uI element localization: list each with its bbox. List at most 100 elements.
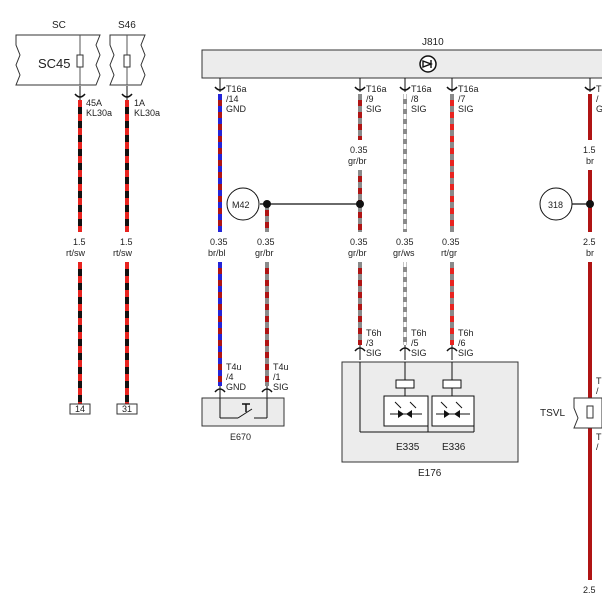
fuse-s46-pin-sub: KL30a [134,108,160,118]
pin-t16a-14-conn: T16a [226,84,247,94]
wire-label-w7-size: 0.35 [442,237,460,247]
tsvl-pin-bottom-conn: T [596,432,602,442]
fuse-s46-element [123,54,131,68]
connector-t4u-1 [261,386,273,398]
pin-t16a-14-pin: /14 [226,94,239,104]
pin-t4u-1-fn: SIG [273,382,289,392]
e335-label: E335 [396,442,420,453]
pin-t16a-14-fn: GND [226,104,247,114]
pin-t6h-3-conn: T6h [366,328,382,338]
connector-t6h-6 [446,345,458,360]
pin-t16a-7-pin: /7 [458,94,466,104]
junction-dot-318 [586,200,594,208]
fuse-sc-wire-size: 1.5 [73,237,86,247]
pin-t6h-5-pin: /5 [411,338,419,348]
pin-t16a-edge-fn: G [596,104,602,114]
junction-m42-label: M42 [232,200,250,210]
wire-label-edge-upper-size: 1.5 [583,145,596,155]
e670-module [201,397,285,427]
pin-t16a-7-conn: T16a [458,84,479,94]
j810-label: J810 [422,37,444,48]
wire-right-edge [572,94,592,580]
e336-label: E336 [442,442,466,453]
pin-t4u-1-pin: /1 [273,372,281,382]
pin-t6h-6-pin: /6 [458,338,466,348]
fuse-sc-pin-sub: KL30a [86,108,112,118]
tsvl-pin-top-conn: T [596,376,602,386]
wire-label-w14-size: 0.35 [210,237,228,247]
tsvl-pin-top-text: / [596,386,599,396]
wire-label-w9-upper-size: 0.35 [350,145,368,155]
connector-t16a-7 [446,78,458,92]
fuse-sc-box-label: SC45 [38,56,71,71]
junction-dot-m42 [263,200,271,208]
connector-t6h-5 [399,345,411,360]
connector-t16a-edge [584,78,596,92]
connector-t6h-3 [354,345,366,360]
tsvl-label: TSVL [540,408,565,419]
pin-t4u-1-conn: T4u [273,362,289,372]
tsvl-pin-bottom-text: / [596,442,599,452]
connector-t16a-9 [354,78,366,92]
fuse-sc-wire-code: rt/sw [66,248,85,258]
pin-t6h-5-fn: SIG [411,348,427,358]
ground-terminal-31 [116,403,138,415]
wire-m42-to-e670 [265,203,360,386]
pin-t6h-3-pin: /3 [366,338,374,348]
fuse-s46-pin: 1A [134,98,145,108]
junction-318-label: 318 [548,200,563,210]
wire-label-edge-mid-code: br [586,248,594,258]
pin-t16a-9-conn: T16a [366,84,387,94]
ground-terminal-31-label: 31 [122,404,132,414]
pin-t4u-4-conn: T4u [226,362,242,372]
wire-label-w8-code: gr/ws [393,248,415,258]
fuse-sc-housing [15,34,101,86]
e176-module [341,361,519,463]
steering-wheel-icon [419,55,437,73]
wire-label-w8-size: 0.35 [396,237,414,247]
pushbutton-switch-icon [219,398,268,419]
wire-label-edge-mid-size: 2.5 [583,237,596,247]
fuse-s46-top-label: S46 [118,20,136,31]
e670-label: E670 [230,432,251,442]
connector-t16a-8 [399,78,411,92]
pin-t16a-edge-conn: T [596,84,602,94]
fuse-s46-wire-size: 1.5 [120,237,133,247]
pin-t4u-4-pin: /4 [226,372,234,382]
connector-t4u-4 [214,386,226,398]
pin-t6h-5-conn: T6h [411,328,427,338]
j810-module [201,49,602,79]
junction-318 [539,187,573,221]
fuse-sc-element [76,54,84,68]
wire-label-e670-code: gr/br [255,248,274,258]
e336-switch-icon [431,379,475,427]
pin-t16a-8-pin: /8 [411,94,419,104]
ground-terminal-14-label: 14 [75,404,85,414]
pin-t6h-3-fn: SIG [366,348,382,358]
pin-t6h-6-fn: SIG [458,348,474,358]
fuse-sc-top-label: SC [52,20,66,31]
wire-label-edge-bottom-size: 2.5 [583,585,596,595]
fuse-sc-pin: 45A [86,98,102,108]
pin-t16a-9-pin: /9 [366,94,374,104]
fuse-s46-wire-code: rt/sw [113,248,132,258]
junction-m42 [226,187,260,221]
pin-t16a-7-fn: SIG [458,104,474,114]
wire-label-w14-code: br/bl [208,248,226,258]
ground-terminal-14 [69,403,91,415]
wire-label-e670-size: 0.35 [257,237,275,247]
pin-t16a-8-fn: SIG [411,104,427,114]
pin-t16a-9-fn: SIG [366,104,382,114]
e335-switch-icon [383,379,429,427]
junction-dot-w9 [356,200,364,208]
pin-t6h-6-conn: T6h [458,328,474,338]
pin-t16a-edge-pin: / [596,94,599,104]
wire-label-w9-lower-size: 0.35 [350,237,368,247]
pin-t4u-4-fn: GND [226,382,247,392]
pin-t16a-8-conn: T16a [411,84,432,94]
tsvl-fuse-element [586,405,594,419]
wire-label-w9-lower-code: gr/br [348,248,367,258]
wire-label-edge-upper-code: br [586,156,594,166]
wire-label-w9-upper-code: gr/br [348,156,367,166]
